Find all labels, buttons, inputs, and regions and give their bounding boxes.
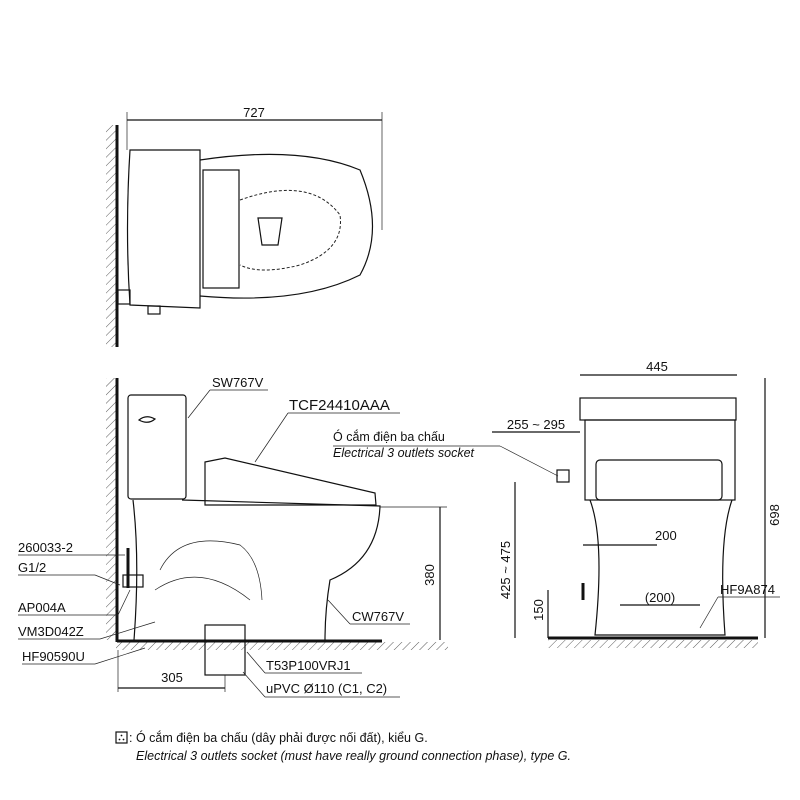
label-bowl: CW767V: [352, 609, 404, 624]
label-tank: SW767V: [212, 375, 264, 390]
socket-height-dimension: 425 ~ 475: [498, 541, 513, 599]
label-part-g12: G1/2: [18, 560, 46, 575]
bolt-spacing-dimension: (200): [645, 590, 675, 605]
seat-control: [202, 169, 240, 289]
footnote-en: Electrical 3 outlets socket (must have r…: [136, 749, 571, 763]
rough-in-dimension: 305: [161, 670, 183, 685]
socket-icon: [556, 469, 570, 483]
footnote: : Ó cắm điện ba chấu (dây phải được nối …: [115, 730, 571, 763]
total-height-dimension: 698: [767, 504, 782, 526]
socket-offset-dimension: 255 ~ 295: [507, 417, 565, 432]
socket-legend-icon: [115, 731, 128, 744]
label-part-ap004a: AP004A: [18, 600, 66, 615]
label-part-hf90590u: HF90590U: [22, 649, 85, 664]
bowl-top: [199, 153, 373, 299]
label-seat: TCF24410AAA: [289, 397, 390, 414]
tank-top: [126, 149, 201, 309]
front-view: 445 698 255 ~ 295 425 ~ 475 150 200 (200…: [492, 359, 782, 648]
bowl-rim: [239, 189, 341, 271]
side-view: 380 305 SW767V TCF24410AAA Ó cắm điện ba…: [18, 375, 559, 698]
washlet-seat: [204, 457, 377, 506]
inlet-offset-dimension: 200: [655, 528, 677, 543]
seat-lid: [579, 397, 737, 421]
label-flange: T53P100VRJ1: [266, 658, 351, 673]
height-dimension: 380: [422, 564, 437, 586]
floor-hatch: [548, 640, 758, 648]
wall-hatch: [106, 378, 116, 640]
bowl-opening: [257, 217, 283, 246]
label-part-260033-2: 260033-2: [18, 540, 73, 555]
label-fixing: HF9A874: [720, 582, 775, 597]
valve-height-dimension: 150: [531, 599, 546, 621]
top-view: 727: [106, 105, 383, 347]
bowl-outline: [132, 499, 381, 641]
label-pipe: uPVC Ø110 (C1, C2): [266, 681, 387, 696]
label-socket-vi: Ó cắm điện ba chấu: [333, 429, 445, 444]
pedestal: [589, 499, 733, 636]
label-part-vm3d042z: VM3D042Z: [18, 624, 84, 639]
floor-hatch: [116, 642, 448, 650]
width-dimension: 727: [243, 105, 265, 120]
footnote-vi: : Ó cắm điện ba chấu (dây phải được nối …: [129, 730, 428, 745]
width-dimension: 445: [646, 359, 668, 374]
tank: [127, 394, 187, 500]
wall-hatch: [106, 125, 116, 347]
label-socket-en: Electrical 3 outlets socket: [333, 446, 475, 460]
